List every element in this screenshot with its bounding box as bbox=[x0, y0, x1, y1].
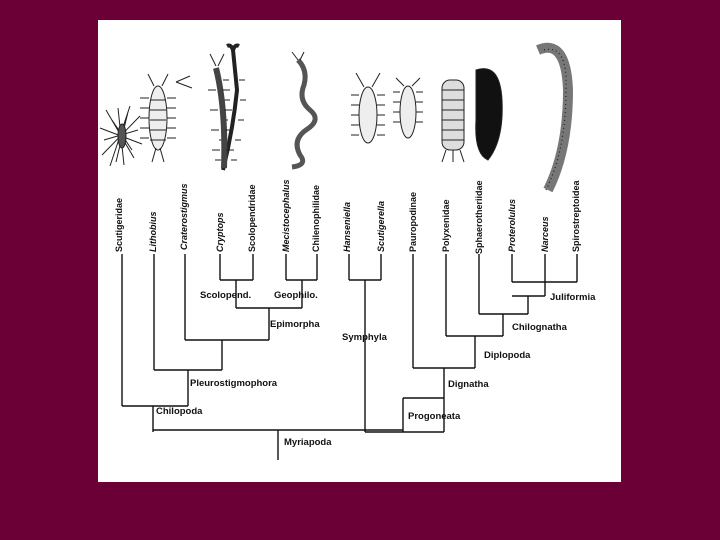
taxon-label: Chilenophilidae bbox=[311, 185, 321, 252]
taxon-labels: Scutigeridae Lithobius Craterostigmus Cr… bbox=[114, 179, 581, 254]
pill-millipede-drawing bbox=[475, 68, 503, 161]
clade-label-pleurostigmophora: Pleurostigmophora bbox=[190, 378, 278, 389]
stone-centipede-drawing bbox=[140, 73, 193, 163]
taxon-label: Spirostreptoidea bbox=[571, 179, 581, 252]
taxon-label: Craterostigmus bbox=[179, 183, 189, 250]
taxon-label: Scolopendridae bbox=[247, 184, 257, 252]
taxon-label: Scutigerella bbox=[376, 201, 386, 252]
taxon-label: Polyxenidae bbox=[441, 199, 451, 252]
clade-label-progoneata: Progoneata bbox=[408, 411, 461, 422]
clade-label-chilopoda: Chilopoda bbox=[156, 406, 203, 417]
taxon-label: Mecistocephalus bbox=[281, 179, 291, 252]
taxon-label: Scutigeridae bbox=[114, 198, 124, 252]
taxon-label: Pauropodinae bbox=[408, 192, 418, 252]
clade-label-dignatha: Dignatha bbox=[448, 379, 489, 390]
clade-label-symphyla: Symphyla bbox=[342, 332, 388, 343]
clade-label-geophilo: Geophilo. bbox=[274, 290, 318, 301]
scolopendrid-drawing bbox=[208, 53, 234, 169]
clade-label-scolopend: Scolopend. bbox=[200, 290, 251, 301]
clade-label-chilognatha: Chilognatha bbox=[512, 322, 568, 333]
taxon-label: Hanseniella bbox=[342, 202, 352, 252]
juliform-millipede-drawing bbox=[536, 42, 574, 193]
taxon-label: Cryptops bbox=[215, 212, 225, 252]
clade-label-myriapoda: Myriapoda bbox=[284, 437, 332, 448]
house-centipede-drawing bbox=[99, 105, 143, 167]
taxon-label: Sphaerotheriidae bbox=[474, 180, 484, 254]
clade-label-epimorpha: Epimorpha bbox=[270, 319, 320, 330]
myriapod-phylogeny-diagram: Scutigeridae Lithobius Craterostigmus Cr… bbox=[99, 42, 596, 460]
taxon-label: Narceus bbox=[540, 216, 550, 252]
clade-label-juliformia: Juliformia bbox=[550, 292, 596, 303]
clade-labels: Scolopend. Geophilo. Epimorpha Pleurosti… bbox=[156, 290, 596, 448]
taxon-label: Proterolulus bbox=[507, 199, 517, 252]
phylogeny-panel: Scutigeridae Lithobius Craterostigmus Cr… bbox=[98, 20, 621, 482]
clade-label-diplopoda: Diplopoda bbox=[484, 350, 531, 361]
pauropod-drawing bbox=[393, 77, 423, 139]
bristly-millipede-drawing bbox=[441, 79, 465, 163]
tree-branches bbox=[121, 254, 578, 460]
geophilid-drawing bbox=[291, 51, 318, 170]
taxon-label: Lithobius bbox=[148, 212, 158, 253]
symphylan-drawing bbox=[351, 72, 385, 144]
